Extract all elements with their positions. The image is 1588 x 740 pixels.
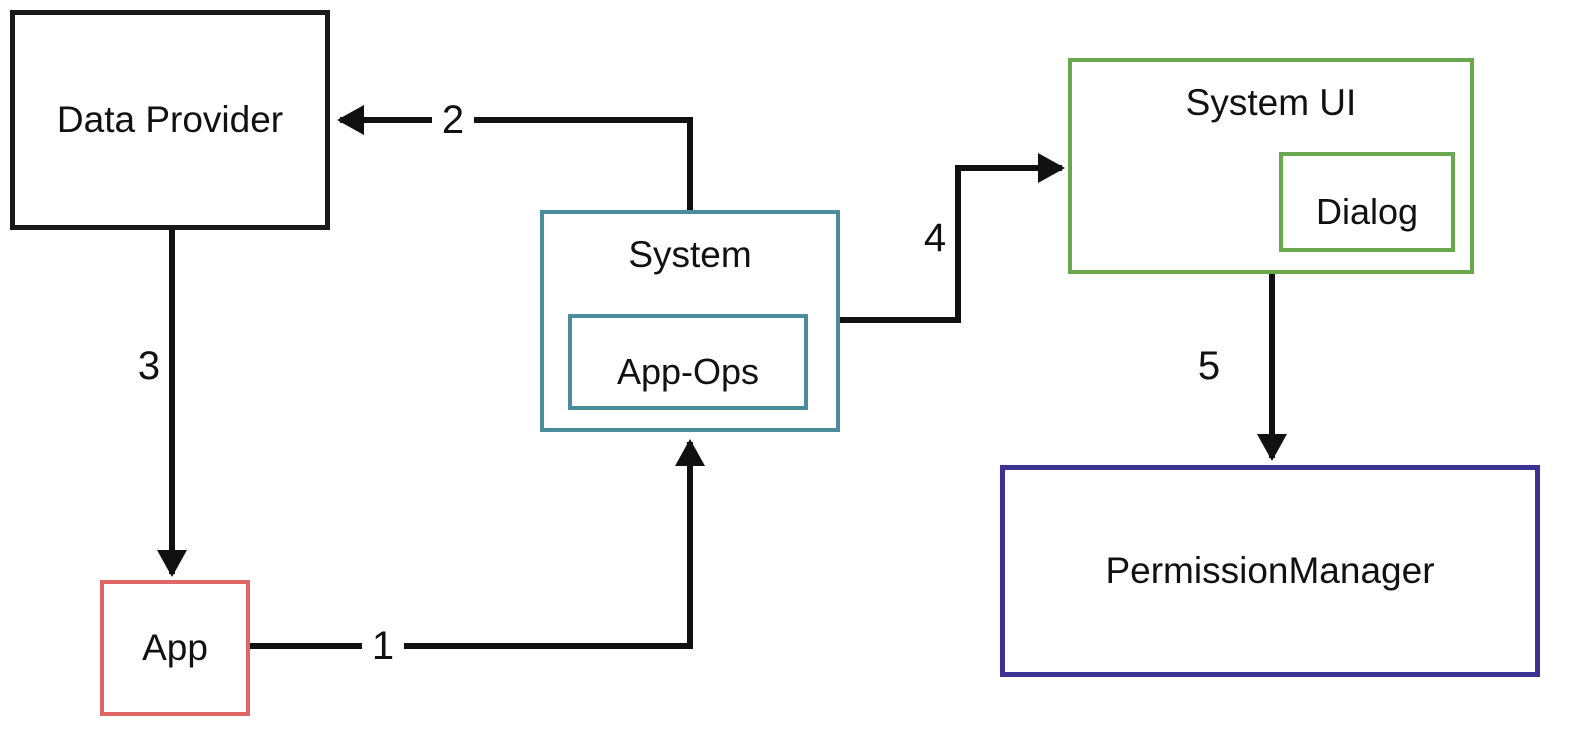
edge-system-to-data-provider — [337, 105, 693, 212]
node-app-ops-label: App-Ops — [616, 351, 760, 392]
edge-label-5: 5 — [1197, 344, 1221, 388]
edge-app-to-system — [248, 439, 705, 649]
edge-label-4: 4 — [923, 216, 947, 260]
node-dialog: Dialog — [1279, 152, 1455, 252]
node-system-ui-label: System UI — [1185, 82, 1357, 123]
edge-label-2: 2 — [432, 96, 474, 144]
node-permission-manager-label: PermissionManager — [1105, 550, 1435, 591]
node-app-label: App — [142, 627, 208, 668]
edge-system-to-system-ui — [838, 153, 1065, 323]
node-app-ops: App-Ops — [568, 314, 808, 410]
node-system: System App-Ops — [540, 210, 840, 432]
node-data-provider: Data Provider — [10, 10, 330, 230]
node-permission-manager: PermissionManager — [1000, 465, 1540, 677]
node-app: App — [100, 580, 250, 716]
node-data-provider-label: Data Provider — [56, 99, 284, 140]
edge-label-1: 1 — [362, 622, 404, 670]
edge-label-3: 3 — [137, 344, 161, 388]
node-system-label: System — [628, 234, 752, 275]
node-dialog-label: Dialog — [1315, 191, 1419, 232]
node-system-ui: System UI Dialog — [1068, 58, 1474, 274]
